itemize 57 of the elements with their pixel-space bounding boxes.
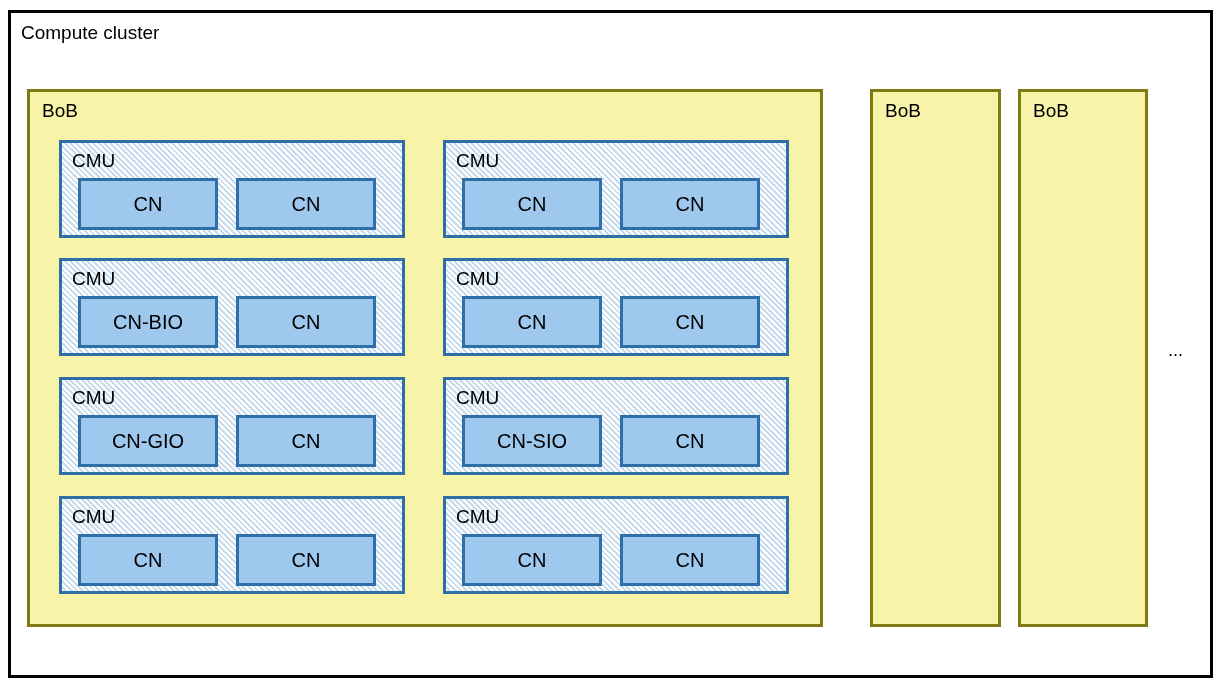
cn-label: CN bbox=[675, 310, 705, 334]
cmu-box bbox=[443, 377, 789, 475]
cmu-box bbox=[59, 377, 405, 475]
cmu-box bbox=[59, 140, 405, 238]
cn-box bbox=[620, 296, 760, 348]
cn-label: CN-GIO bbox=[111, 429, 185, 453]
cn-box bbox=[78, 296, 218, 348]
cn-box bbox=[620, 415, 760, 467]
cmu-label: CMU bbox=[456, 507, 500, 526]
cn-label: CN bbox=[133, 548, 163, 572]
ellipsis-text: ... bbox=[1168, 340, 1183, 361]
cmu-box bbox=[443, 496, 789, 594]
cn-box bbox=[236, 178, 376, 230]
cn-label: CN bbox=[517, 310, 547, 334]
cn-label: CN bbox=[517, 548, 547, 572]
cmu-label: CMU bbox=[72, 269, 116, 288]
cn-label: CN bbox=[675, 548, 705, 572]
cn-box bbox=[620, 178, 760, 230]
cmu-label: CMU bbox=[72, 507, 116, 526]
cn-label: CN bbox=[291, 548, 321, 572]
bob-label: BoB bbox=[1033, 101, 1069, 120]
cn-box bbox=[236, 415, 376, 467]
cmu-label: CMU bbox=[456, 388, 500, 407]
cn-box bbox=[462, 178, 602, 230]
cn-box bbox=[236, 296, 376, 348]
cmu-label: CMU bbox=[72, 151, 116, 170]
bob-box bbox=[870, 89, 1001, 627]
cmu-box bbox=[59, 496, 405, 594]
cluster-title: Compute cluster bbox=[21, 23, 160, 42]
cmu-label: CMU bbox=[72, 388, 116, 407]
cn-box bbox=[78, 178, 218, 230]
cn-box bbox=[462, 534, 602, 586]
cmu-label: CMU bbox=[456, 269, 500, 288]
cn-label: CN bbox=[133, 192, 163, 216]
cn-box bbox=[620, 534, 760, 586]
cmu-box bbox=[59, 258, 405, 356]
cn-label: CN-SIO bbox=[497, 429, 567, 453]
bob-box bbox=[1018, 89, 1148, 627]
cn-box bbox=[462, 296, 602, 348]
cn-box bbox=[462, 415, 602, 467]
cmu-box bbox=[443, 140, 789, 238]
cn-box bbox=[236, 534, 376, 586]
cmu-label: CMU bbox=[456, 151, 500, 170]
cn-label: CN-BIO bbox=[113, 310, 183, 334]
cn-label: CN bbox=[675, 192, 705, 216]
cn-label: CN bbox=[517, 192, 547, 216]
cn-label: CN bbox=[291, 192, 321, 216]
cn-label: CN bbox=[291, 310, 321, 334]
bob-label: BoB bbox=[42, 101, 78, 120]
cn-box bbox=[78, 415, 218, 467]
cmu-box bbox=[443, 258, 789, 356]
cn-label: CN bbox=[291, 429, 321, 453]
bob-box bbox=[27, 89, 823, 627]
cluster-box bbox=[8, 10, 1213, 678]
cn-label: CN bbox=[675, 429, 705, 453]
cn-box bbox=[78, 534, 218, 586]
bob-label: BoB bbox=[885, 101, 921, 120]
